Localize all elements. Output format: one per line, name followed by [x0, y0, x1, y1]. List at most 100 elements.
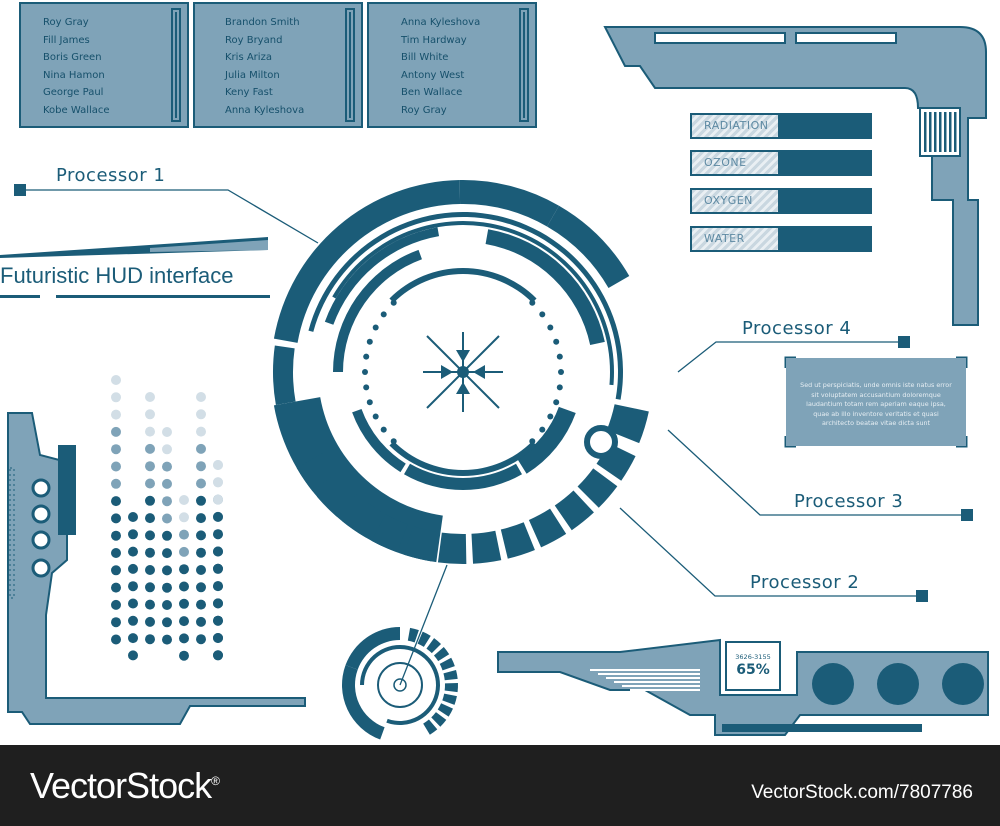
ring-segment	[528, 508, 567, 548]
eq-dot	[145, 616, 155, 627]
panel-bar	[722, 724, 922, 732]
eq-dot	[196, 616, 206, 627]
name-panel-1: Roy Gray Fill James Boris Green Nina Ham…	[19, 2, 189, 128]
connector-node	[961, 509, 973, 521]
dot	[558, 369, 564, 375]
eq-dot	[196, 565, 206, 575]
description-text: Sed ut perspiciatis, unde omnis iste nat…	[800, 381, 952, 427]
dot	[553, 399, 560, 406]
ring-segment	[577, 468, 618, 508]
crosshair-arrow	[456, 382, 470, 394]
list-item: Roy Gray	[401, 104, 447, 116]
ring-segment	[437, 532, 467, 564]
list-item: Anna Kyleshova	[401, 17, 481, 28]
eq-dot	[179, 633, 189, 644]
gauge-fill	[692, 228, 778, 250]
eq-dot	[111, 409, 121, 420]
dial-segment	[423, 719, 438, 735]
list-item: Julia Milton	[225, 69, 280, 81]
scrollbar[interactable]	[171, 8, 181, 122]
eq-dot	[213, 511, 223, 522]
outer-arc	[606, 404, 649, 444]
dial-segment	[437, 703, 453, 717]
eq-dot	[145, 443, 155, 454]
eq-dot	[145, 409, 155, 420]
eq-dot	[111, 548, 121, 558]
eq-dot	[128, 546, 138, 557]
dot	[553, 338, 560, 345]
readout-code: 3626-3155	[735, 653, 771, 661]
eq-dot	[213, 529, 223, 540]
eq-dot	[145, 426, 155, 437]
gauge-fill	[692, 152, 778, 174]
gauge-oxygen: OXYGEN	[690, 188, 872, 214]
dot	[372, 324, 379, 331]
dot	[529, 299, 536, 306]
vectorstock-logo[interactable]: VectorStock®	[30, 765, 220, 807]
inner-arc	[389, 268, 537, 303]
list-item: Kris Ariza	[225, 52, 272, 64]
title-rule	[0, 295, 40, 298]
registered-mark: ®	[211, 774, 220, 788]
connector-node	[898, 336, 910, 348]
scrollbar[interactable]	[519, 8, 529, 122]
gauge-radiation: RADIATION	[690, 113, 872, 139]
dial-segment	[417, 631, 431, 647]
crosshair-center	[457, 366, 469, 378]
bracket-port	[31, 530, 51, 550]
outer-arc	[273, 345, 296, 405]
eq-dot	[111, 496, 121, 507]
eq-dot	[145, 495, 155, 506]
vent-slat	[949, 112, 952, 152]
dial-segment	[433, 646, 450, 662]
list-item: Brandon Smith	[225, 17, 300, 28]
title-wedge	[150, 240, 268, 252]
eq-dot	[213, 581, 223, 592]
eq-dot	[162, 513, 172, 524]
list-item: Kobe Wallace	[43, 104, 110, 116]
hud-stage: Roy Gray Fill James Boris Green Nina Ham…	[0, 2, 989, 740]
scrollbar[interactable]	[345, 8, 355, 122]
vent-slat	[929, 112, 932, 152]
eq-dot	[179, 529, 189, 540]
eq-dot	[145, 634, 155, 645]
list-item: Nina Hamon	[43, 69, 105, 81]
eq-dot	[196, 392, 206, 402]
eq-dot	[196, 582, 206, 593]
inner-arc	[389, 441, 537, 477]
eq-dot	[196, 461, 206, 472]
eq-dot	[111, 461, 121, 472]
eq-dot	[196, 547, 206, 558]
gauge-water: WATER	[690, 226, 872, 252]
dot	[372, 413, 379, 420]
eq-dot	[162, 478, 172, 489]
ring-segment	[403, 526, 437, 562]
connector-line	[667, 429, 967, 516]
gauge-label: OXYGEN	[704, 194, 753, 207]
dot	[539, 311, 546, 318]
ring-segment	[371, 514, 408, 553]
dial-segment	[442, 693, 457, 705]
footer-url[interactable]: VectorStock.com/7807786	[751, 782, 973, 803]
dial-ring	[377, 662, 423, 708]
dot	[380, 311, 387, 318]
eq-dot	[111, 513, 121, 524]
eq-dot	[128, 615, 138, 626]
dot	[366, 399, 373, 406]
dial-segment	[439, 657, 455, 671]
bracket-bar	[58, 445, 76, 535]
vent-slat	[924, 112, 927, 152]
dot	[380, 426, 387, 433]
eq-dot	[179, 598, 189, 609]
gauge-label: OZONE	[704, 156, 747, 169]
percent-readout: 3626-3155 65%	[725, 641, 781, 691]
name-list-1: Roy Gray Fill James Boris Green Nina Ham…	[43, 14, 110, 120]
eq-dot	[128, 512, 138, 522]
eq-dot	[128, 581, 138, 592]
eq-dot	[128, 563, 138, 574]
dot	[362, 369, 368, 375]
eq-dot	[145, 461, 155, 472]
ring-segment	[317, 477, 357, 517]
eq-dot	[179, 564, 189, 575]
eq-dot	[145, 599, 155, 610]
